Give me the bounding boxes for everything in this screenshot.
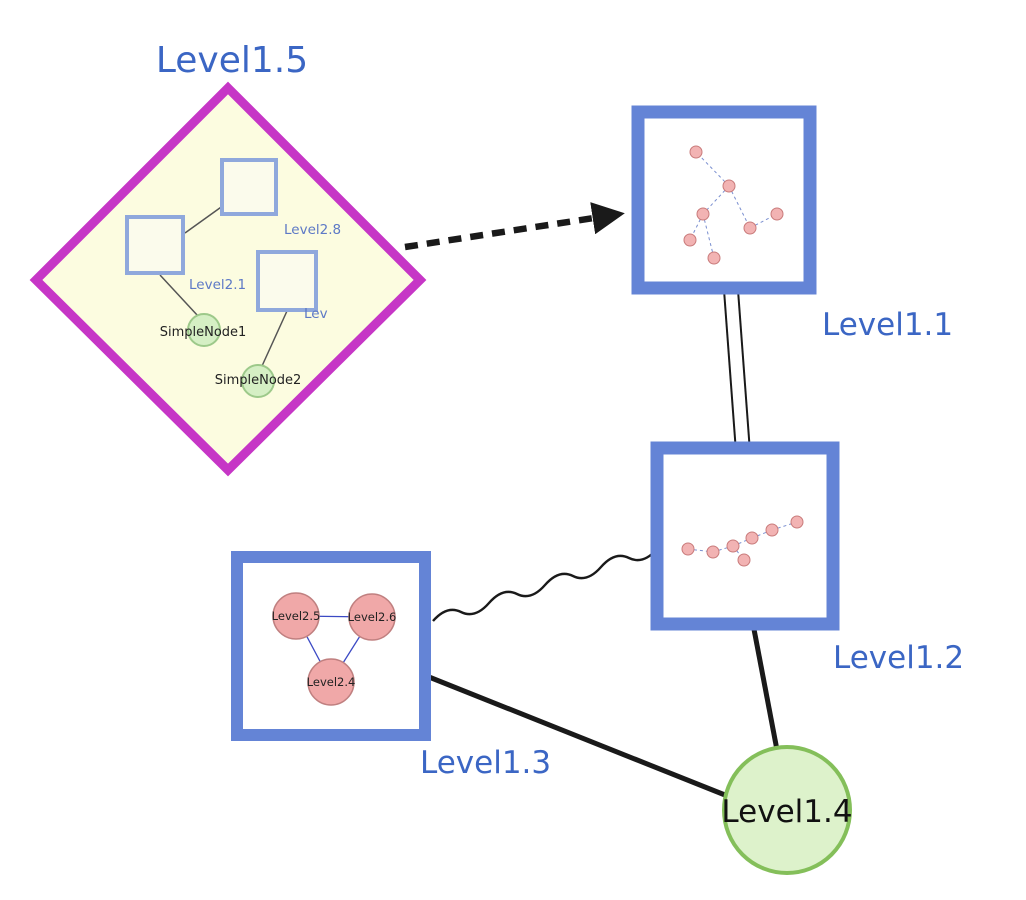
level11-inner-node[interactable]	[689, 145, 703, 159]
level12-inner-edge[interactable]	[771, 521, 798, 531]
node-level24[interactable]	[307, 658, 355, 706]
level12-inner-node[interactable]	[726, 539, 740, 553]
label-level28: Level2.8	[284, 222, 341, 238]
edge-level13-to-level14[interactable]	[423, 672, 731, 800]
level12-inner-node[interactable]	[745, 531, 759, 545]
level11-inner-edge[interactable]	[695, 151, 730, 187]
node-level26[interactable]	[348, 593, 396, 641]
node-level14[interactable]	[722, 745, 852, 875]
level12-inner-node[interactable]	[706, 545, 720, 559]
node-level25[interactable]	[272, 592, 320, 640]
level12-inner-node[interactable]	[737, 553, 751, 567]
diamond-node-level15[interactable]	[29, 81, 427, 477]
inner-square-level21[interactable]	[125, 215, 185, 275]
level11-inner-node[interactable]	[696, 207, 710, 221]
level11-inner-edge[interactable]	[702, 213, 715, 259]
label-level25: Level2.5	[272, 609, 321, 623]
edge-level13-to-level12-wavy[interactable]	[432, 548, 658, 622]
inner-edge-lev-to-simplenode2[interactable]	[261, 310, 288, 367]
level11-inner-nodes	[683, 145, 784, 265]
level11-inner-node[interactable]	[722, 179, 736, 193]
level12-inner-nodes	[681, 515, 804, 567]
edge-level11-to-level12-line2[interactable]	[737, 289, 751, 453]
node-simplenode1[interactable]	[187, 313, 221, 347]
inner-edge-level21-to-level28[interactable]	[184, 204, 225, 234]
label-simplenode1: SimpleNode1	[160, 325, 247, 340]
group-node-level11[interactable]	[631, 105, 817, 295]
label-level15: Level1.5	[156, 40, 308, 81]
label-level24: Level2.4	[307, 675, 356, 689]
label-level21: Level2.1	[189, 277, 246, 293]
level11-inner-node[interactable]	[743, 221, 757, 235]
label-lev: Lev	[304, 306, 328, 322]
inner-square-level28[interactable]	[220, 158, 278, 216]
label-level12: Level1.2	[833, 640, 964, 676]
edge-level12-to-level14[interactable]	[750, 623, 780, 751]
label-simplenode2: SimpleNode2	[215, 373, 302, 388]
group-node-level12[interactable]	[650, 441, 840, 631]
label-level26: Level2.6	[348, 610, 397, 624]
edge-level15-to-level11[interactable]	[404, 202, 625, 251]
level11-inner-node[interactable]	[683, 233, 697, 247]
level12-inner-node[interactable]	[681, 542, 695, 556]
node-simplenode2[interactable]	[241, 364, 275, 398]
level11-inner-node[interactable]	[770, 207, 784, 221]
level11-inner-node[interactable]	[707, 251, 721, 265]
level12-inner-node[interactable]	[765, 523, 779, 537]
inner-edge-level21-to-simplenode1[interactable]	[159, 274, 199, 317]
label-level14: Level1.4	[721, 794, 852, 830]
edge-level11-to-level12-line1[interactable]	[723, 289, 737, 453]
inner-square-lev[interactable]	[256, 250, 318, 312]
level12-inner-node[interactable]	[790, 515, 804, 529]
label-level13: Level1.3	[420, 745, 551, 781]
group-node-level13[interactable]	[231, 551, 431, 741]
label-level11: Level1.1	[822, 307, 953, 343]
level11-inner-edge[interactable]	[728, 185, 751, 229]
